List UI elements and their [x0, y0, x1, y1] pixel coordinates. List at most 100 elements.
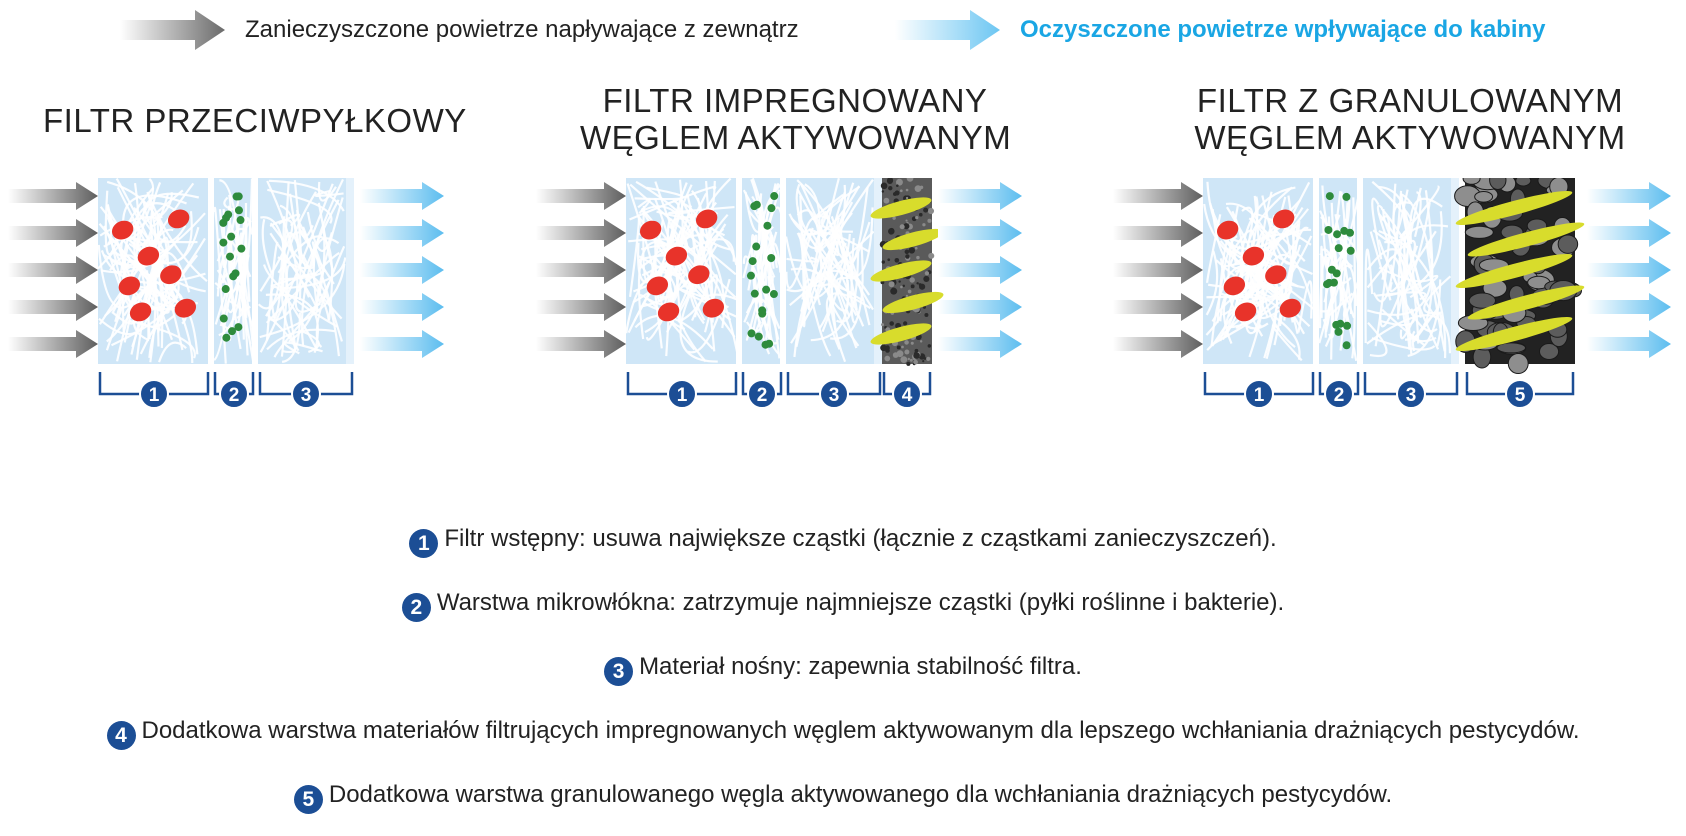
dust-particle: [646, 276, 669, 296]
incoming-arrow: [8, 293, 98, 321]
dust-particle: [1223, 276, 1246, 296]
pollen-particle: [231, 269, 240, 278]
pollen-particle: [767, 204, 776, 213]
layer-carrier: [1363, 178, 1452, 364]
incoming-arrow: [536, 219, 626, 247]
incoming-arrow: [1113, 182, 1203, 210]
layer-badge: [747, 379, 777, 409]
layer-badge-label: 5: [1515, 385, 1526, 406]
pollen-particle: [1346, 246, 1355, 255]
layer-badge-label: 2: [229, 385, 240, 406]
incoming-arrow: [8, 182, 98, 210]
layer-prefilter: [97, 178, 210, 364]
description-text: Dodatkowa warstwa granulowanego węgla ak…: [328, 781, 1393, 808]
outgoing-arrow: [938, 219, 1022, 247]
pollen-particle: [236, 216, 245, 225]
filter-title-pollen: FILTR PRZECIWPYŁKOWY: [43, 102, 467, 139]
dust-particle: [1242, 246, 1265, 266]
layer-badge-label: 3: [301, 385, 312, 406]
incoming-arrow: [536, 182, 626, 210]
dust-particle: [160, 265, 182, 285]
outgoing-arrow: [1587, 219, 1671, 247]
pollen-particle: [222, 333, 231, 342]
pesticide-particle: [1455, 316, 1573, 352]
layer-badge-label: 2: [1334, 385, 1345, 406]
layer-badge: [1505, 379, 1535, 409]
filter-title-line2: WĘGLEM AKTYWOWANYM: [1194, 119, 1626, 156]
pollen-particle: [1325, 192, 1334, 201]
pollen-particle: [1342, 192, 1351, 201]
blue-arrow-icon: [895, 10, 1000, 50]
pollen-particle: [750, 289, 759, 298]
layer-badge: [1396, 379, 1426, 409]
pollen-particle: [221, 285, 230, 294]
legend-dirty-air: Zanieczyszczone powietrze napływające z …: [120, 10, 799, 50]
pollen-particle: [770, 192, 779, 201]
pollen-particle: [747, 329, 756, 338]
pollen-particle: [1333, 230, 1342, 239]
pesticide-particle: [870, 260, 932, 282]
pollen-particle: [1334, 244, 1343, 253]
pollen-particle: [234, 323, 243, 332]
incoming-arrow: [1113, 219, 1203, 247]
badge-3: 3: [604, 657, 634, 686]
incoming-arrow: [8, 330, 98, 358]
dust-particle: [1265, 265, 1287, 285]
pollen-particle: [225, 252, 234, 261]
layer-badge: [139, 379, 169, 409]
incoming-arrow: [1113, 330, 1203, 358]
badge-4: 4: [106, 721, 136, 750]
outgoing-arrow: [360, 330, 444, 358]
pollen-particle: [1340, 226, 1349, 235]
layer-badge: [291, 379, 321, 409]
pollen-particle: [1332, 269, 1341, 278]
pesticide-particle: [1455, 190, 1573, 226]
layer-badge-label: 2: [757, 385, 768, 406]
filter-diagram-pollen: 1 2 3: [8, 178, 444, 409]
incoming-arrow: [536, 256, 626, 284]
layer-prefilter: [625, 178, 739, 364]
pollen-particle: [752, 200, 761, 209]
layer-carrier: [257, 178, 347, 364]
description-text: Dodatkowa warstwa materiałów filtrującyc…: [141, 717, 1580, 744]
dust-particle: [129, 302, 152, 322]
outgoing-arrow: [938, 256, 1022, 284]
outgoing-arrow: [360, 256, 444, 284]
layer-badge: [1324, 379, 1354, 409]
outgoing-arrow: [938, 182, 1022, 210]
outgoing-arrow: [938, 330, 1022, 358]
badge-2: 2: [401, 593, 431, 622]
dust-particle: [702, 298, 725, 318]
filter-title-line1: FILTR Z GRANULOWANYM: [1196, 82, 1624, 119]
pollen-particle: [767, 254, 776, 263]
filter-title-line1: FILTR IMPREGNOWANY: [602, 82, 988, 119]
layer-badge-label: 1: [149, 385, 160, 406]
layer-badge: [219, 379, 249, 409]
filter-title-line1: FILTR PRZECIWPYŁKOWY: [43, 102, 467, 139]
outgoing-arrow: [1587, 182, 1671, 210]
pollen-particle: [748, 257, 757, 266]
incoming-arrow: [536, 293, 626, 321]
gray-arrow-icon: [120, 10, 225, 50]
description-text: Filtr wstępny: usuwa największe cząstki …: [444, 525, 1277, 552]
layer-edge: [346, 178, 354, 364]
layer-carrier: [784, 178, 875, 364]
layer-badge-label: 3: [1406, 385, 1417, 406]
pollen-particle: [227, 232, 236, 241]
outgoing-arrow: [1587, 330, 1671, 358]
pollen-particle: [758, 306, 767, 315]
pesticide-particle: [1455, 253, 1573, 289]
pollen-particle: [762, 285, 771, 294]
dust-particle: [688, 265, 710, 285]
pollen-particle: [222, 213, 231, 222]
pollen-particle: [219, 314, 228, 323]
dust-particle: [1279, 298, 1302, 318]
dust-particle: [1234, 302, 1257, 322]
incoming-arrow: [8, 256, 98, 284]
pollen-particle: [754, 332, 763, 341]
